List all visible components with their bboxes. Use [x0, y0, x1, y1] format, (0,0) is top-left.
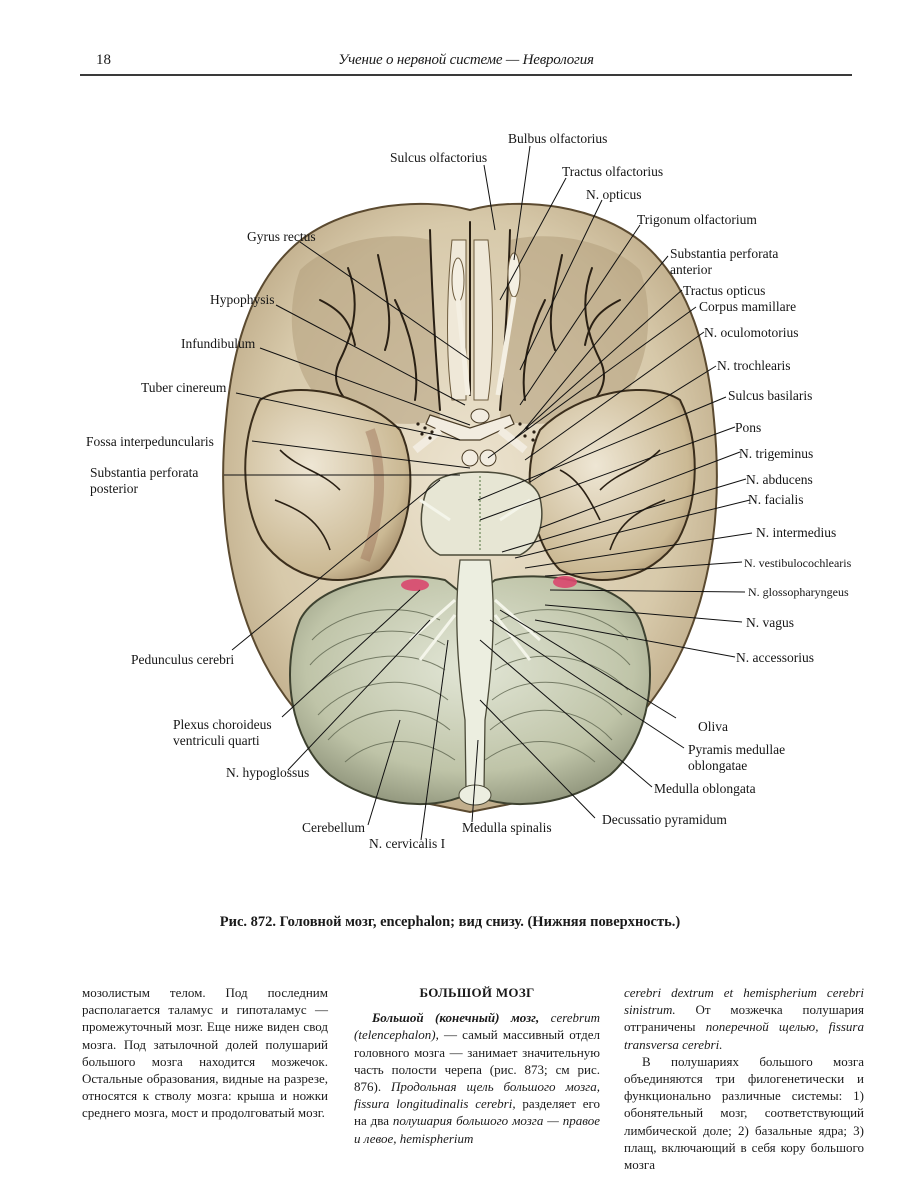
label-pyramis-1: Pyramis medullae: [688, 742, 786, 757]
paragraph: мозолистым телом. Под последним располаг…: [82, 985, 328, 1121]
label-substantia-perforata-anterior-2: anterior: [670, 262, 712, 277]
leader-lines: [224, 145, 753, 841]
paragraph: В полушариях большого мозга объединяются…: [624, 1053, 864, 1173]
label-n-abducens: N. abducens: [746, 472, 813, 487]
label-decussatio-pyramidum: Decussatio pyramidum: [602, 812, 727, 827]
label-n-cervicalis-1: N. cervicalis I: [369, 836, 446, 851]
label-substantia-perforata-posterior-2: posterior: [90, 481, 138, 496]
term-italic: Продольная щель большого мозга, fissura …: [354, 1079, 600, 1112]
text-run: От мозжечка полушария отграничены: [624, 1002, 864, 1035]
label-trigonum-olfactorium: Trigonum olfactorium: [637, 212, 757, 227]
label-tuber-cinereum: Tuber cinereum: [141, 380, 227, 395]
label-substantia-perforata-posterior-1: Substantia perforata: [90, 465, 199, 480]
term-italic: полушария большого мозга — правое и лево…: [354, 1113, 600, 1146]
label-oliva: Oliva: [698, 719, 728, 734]
label-corpus-mamillare: Corpus mamillare: [699, 299, 797, 314]
label-plexus-choroideus-2: ventriculi quarti: [173, 733, 260, 748]
label-n-trochlearis: N. trochlearis: [717, 358, 791, 373]
section-title: БОЛЬШОЙ МОЗГ: [419, 985, 535, 1000]
running-head: 18 Учение о нервной системе — Неврология: [80, 46, 852, 76]
label-tractus-opticus: Tractus opticus: [683, 283, 766, 298]
label-pons: Pons: [735, 420, 762, 435]
label-infundibulum: Infundibulum: [181, 336, 256, 351]
label-n-opticus: N. opticus: [586, 187, 642, 202]
figure-brain-inferior-view: Bulbus olfactorius Sulcus olfactorius Tr…: [86, 131, 852, 851]
label-n-vestibulocochlearis: N. vestibulocochlearis: [744, 556, 852, 570]
label-pyramis-2: oblongatae: [688, 758, 748, 773]
text-column-3: cerebri dextrum et hemispherium cerebri …: [624, 984, 864, 1173]
term-latin: cerebrum (telencephalon),: [354, 1010, 601, 1043]
label-n-hypoglossus: N. hypoglossus: [226, 765, 310, 780]
page-number: 18: [96, 52, 111, 68]
term-latin: cerebri dextrum et hemispherium cerebri …: [624, 985, 864, 1018]
label-plexus-choroideus-1: Plexus choroideus: [173, 717, 272, 732]
text-run: разделяет его на два: [354, 1096, 600, 1129]
label-substantia-perforata-anterior-1: Substantia perforata: [670, 246, 779, 261]
plexus-choroideus-right: [553, 576, 577, 588]
label-hypophysis: Hypophysis: [210, 292, 275, 307]
brain-illustration: [222, 145, 753, 841]
paragraph: Большой (конечный) мозг, cerebrum (telen…: [354, 1009, 600, 1147]
plexus-choroideus-left: [401, 579, 429, 591]
term-italic: поперечной щелью, fissura transversa cer…: [624, 1019, 864, 1052]
label-n-glossopharyngeus: N. glossopharyngeus: [748, 585, 849, 599]
text-column-2: БОЛЬШОЙ МОЗГ Большой (конечный) мозг, ce…: [354, 984, 600, 1147]
figure-caption: Рис. 872. Головной мозг, encephalon; вид…: [219, 914, 681, 930]
label-n-trigeminus: N. trigeminus: [739, 446, 814, 461]
label-bulbus-olfactorius: Bulbus olfactorius: [508, 131, 608, 146]
label-n-oculomotorius: N. oculomotorius: [704, 325, 799, 340]
label-medulla-oblongata: Medulla oblongata: [654, 781, 756, 796]
label-cerebellum: Cerebellum: [302, 820, 365, 835]
text-run: — самый массивный отдел головного мозга …: [354, 1027, 600, 1095]
label-gyrus-rectus: Gyrus rectus: [247, 229, 316, 244]
text-column-1: мозолистым телом. Под последним располаг…: [82, 984, 328, 1122]
label-fossa-interpeduncularis: Fossa interpeduncularis: [86, 434, 214, 449]
label-tractus-olfactorius: Tractus olfactorius: [562, 164, 664, 179]
label-sulcus-olfactorius: Sulcus olfactorius: [390, 150, 488, 165]
label-n-accessorius: N. accessorius: [736, 650, 814, 665]
label-n-vagus: N. vagus: [746, 615, 794, 630]
label-sulcus-basilaris: Sulcus basilaris: [728, 388, 813, 403]
label-n-facialis: N. facialis: [748, 492, 804, 507]
running-title: Учение о нервной системе — Неврология: [338, 52, 594, 68]
paragraph: cerebri dextrum et hemispherium cerebri …: [624, 984, 864, 1053]
term-bold: Большой (конечный) мозг,: [372, 1010, 540, 1026]
label-medulla-spinalis: Medulla spinalis: [462, 820, 552, 835]
label-pedunculus-cerebri: Pedunculus cerebri: [131, 652, 235, 667]
label-n-intermedius: N. intermedius: [756, 525, 837, 540]
